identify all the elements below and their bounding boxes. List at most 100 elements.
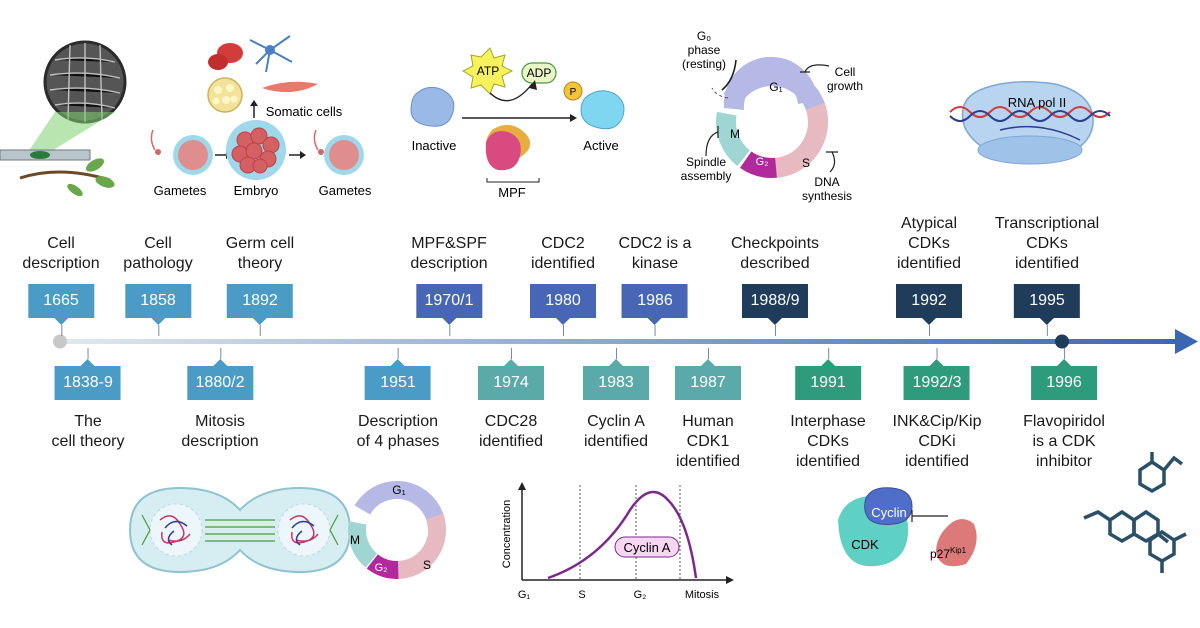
event-label: Cell pathology [123, 235, 193, 272]
event-year-box: 1665 [28, 284, 94, 336]
top-g1-label: G₁ [769, 80, 782, 94]
timeline-axis [53, 329, 1198, 354]
somatic-cells-label: Somatic cells [266, 104, 343, 119]
event-year-box: 1996 [1031, 348, 1097, 400]
event-year-box: 1838-9 [54, 348, 121, 400]
event-year-box: 1992/3 [903, 348, 970, 400]
event-connector [511, 348, 512, 359]
event-connector [61, 325, 62, 336]
timeline-event-above: Checkpoints described 1988/9 [730, 234, 820, 336]
event-year: 1974 [493, 374, 529, 391]
event-label: CDC2 is a kinase [618, 235, 692, 272]
cell-cycle-bottom: G₁ S G₂ M [348, 481, 446, 579]
event-connector [929, 325, 930, 336]
event-connector [449, 325, 450, 336]
graph-ylabel: Concentration [501, 500, 513, 569]
event-connector [774, 325, 776, 336]
event-year-box: 1991 [794, 348, 861, 400]
active-blob [580, 90, 625, 130]
inactive-label: Inactive [412, 138, 457, 153]
event-connector [655, 325, 656, 336]
bottom-g2-label: G₂ [375, 562, 388, 574]
event-label: Human CDK1 identified [675, 413, 741, 470]
inactive-blob [410, 86, 455, 127]
event-label: The cell theory [51, 413, 125, 450]
event-connector [157, 325, 159, 336]
event-year-box: 1951 [364, 348, 431, 400]
cdk-illustration: CDK Cyclin p27Kip1 [838, 487, 977, 567]
event-year: 1983 [598, 374, 634, 391]
event-year: 1996 [1046, 374, 1082, 391]
event-year-box: 1987 [675, 348, 741, 400]
event-connector [827, 348, 829, 359]
top-m-label: M [730, 127, 740, 141]
event-year-box: 1858 [124, 284, 191, 336]
atp-label: ATP [477, 64, 499, 78]
atp-burst [461, 47, 514, 95]
cyclin-curve-label: Cyclin A [624, 540, 671, 555]
cyclin-graph: Cyclin A Concentration G₁ S G₂ Mitosis [501, 482, 734, 601]
embryo-illustration: Somatic cells Gametes Embryo Gametes [150, 35, 372, 198]
graph-tick-mitosis: Mitosis [685, 589, 720, 601]
flavopiridol-molecules [1083, 452, 1187, 573]
timeline-event-above: Atypical CDKs identified 1992 [896, 214, 962, 336]
phospho-label: P [570, 87, 577, 98]
cyclin-curve [547, 490, 698, 580]
event-connector [563, 325, 564, 336]
rna-pol-illustration: RNA pol II [949, 81, 1111, 165]
graph-tick-s: S [578, 589, 585, 601]
timeline-event-above: CDC2 is a kinase 1986 [618, 234, 692, 336]
event-year: 1892 [242, 292, 278, 309]
event-label: Mitosis description [181, 413, 259, 450]
event-year: 1987 [690, 374, 726, 391]
event-year: 1991 [810, 374, 846, 391]
event-year: 1992/3 [912, 374, 962, 391]
event-year: 1970/1 [424, 292, 474, 309]
top-s-label: S [802, 156, 810, 170]
top-g2-label: G₂ [756, 156, 769, 168]
gametes-right-label: Gametes [319, 183, 372, 198]
event-label: Transcriptional CDKs identified [994, 215, 1100, 272]
gametes-left-label: Gametes [154, 183, 207, 198]
cyclin-label: Cyclin [871, 505, 906, 520]
event-year-box: 1974 [478, 348, 544, 400]
event-year-box: 1992 [896, 284, 962, 336]
timeline-event-above: Transcriptional CDKs identified 1995 [994, 214, 1100, 336]
event-connector [220, 348, 221, 359]
mpf-activation-illustration: ATP ADP Inactive P Active MPF [410, 47, 625, 200]
axis-start-dot [53, 334, 67, 349]
event-connector [1064, 348, 1065, 359]
event-year-box: 1970/1 [416, 284, 482, 336]
event-year: 1951 [380, 374, 416, 391]
graph-tick-g2: G₂ [634, 589, 647, 601]
event-connector [259, 325, 261, 336]
event-connector [87, 348, 89, 359]
cdk-label: CDK [851, 537, 879, 552]
event-year: 1838-9 [63, 374, 113, 391]
event-label: CDC28 identified [478, 413, 544, 450]
microscope-illustration [0, 40, 127, 197]
embryo-label: Embryo [234, 183, 279, 198]
event-label: Atypical CDKs identified [896, 215, 962, 272]
event-year: 1992 [911, 292, 947, 309]
event-label: Checkpoints described [730, 235, 820, 272]
event-label: Cyclin A identified [583, 413, 649, 450]
active-label: Active [583, 138, 618, 153]
mpf-label: MPF [498, 185, 526, 200]
event-year: 1986 [637, 292, 673, 309]
event-year-box: 1988/9 [741, 284, 808, 336]
event-year-box: 1995 [1014, 284, 1080, 336]
event-year-box: 1980 [530, 284, 596, 336]
